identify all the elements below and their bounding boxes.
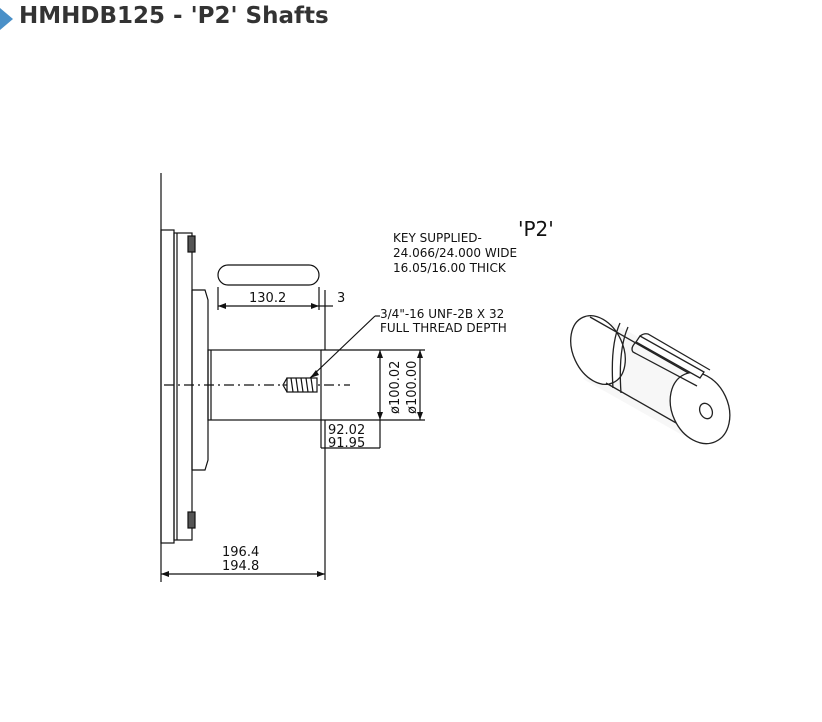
key-length-label: 130.2 bbox=[249, 291, 286, 306]
shaft-type-label: 'P2' bbox=[518, 217, 554, 241]
overall-length-max: 196.4 bbox=[222, 545, 259, 560]
shaft-isometric bbox=[570, 315, 731, 445]
keyway-outline bbox=[217, 264, 320, 286]
key-note-line-3: 16.05/16.00 THICK bbox=[393, 261, 507, 275]
key-offset-label: 3 bbox=[337, 291, 345, 306]
diameter-min: ø100.00 bbox=[405, 361, 420, 414]
flange-bolt-bottom bbox=[187, 511, 196, 529]
thread-note-line-2: FULL THREAD DEPTH bbox=[380, 321, 507, 335]
key-note-line-1: KEY SUPPLIED- bbox=[393, 231, 482, 245]
key-note-line-2: 24.066/24.000 WIDE bbox=[393, 246, 517, 260]
flange-bolt-top bbox=[187, 235, 196, 253]
shaft-length-max: 92.02 bbox=[328, 423, 365, 438]
shaft-length-min: 91.95 bbox=[328, 436, 365, 451]
page-header: HMHDB125 - 'P2' Shafts bbox=[0, 0, 822, 36]
thread-note-line-1: 3/4"-16 UNF-2B X 32 bbox=[380, 307, 504, 321]
page-title: HMHDB125 - 'P2' Shafts bbox=[19, 3, 329, 29]
header-arrow-icon bbox=[0, 8, 13, 30]
overall-length-min: 194.8 bbox=[222, 559, 259, 574]
flange-outer bbox=[160, 229, 175, 544]
diameter-max: ø100.02 bbox=[388, 361, 403, 414]
